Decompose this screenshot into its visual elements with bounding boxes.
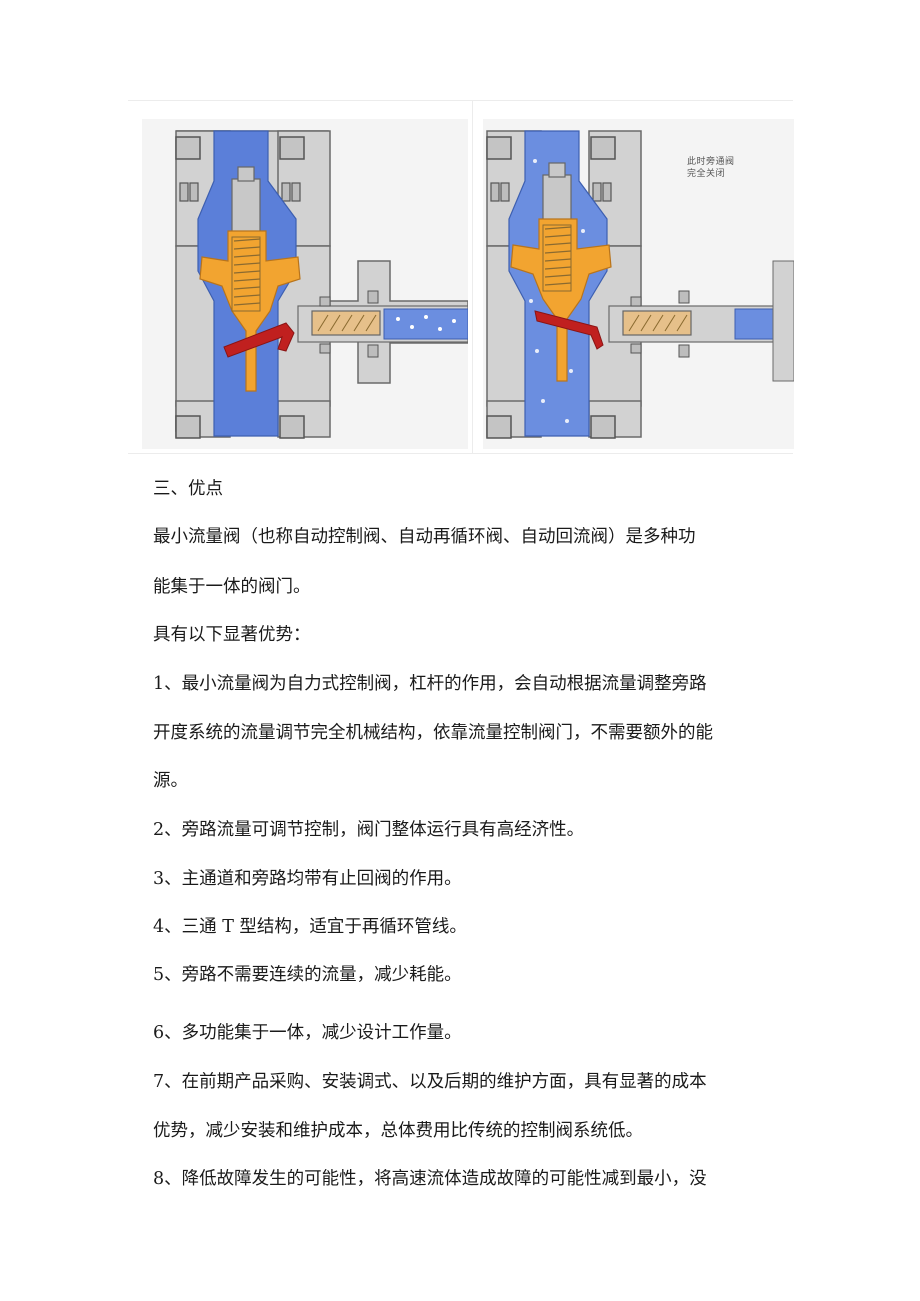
advantage-item-1-line-2: 开度系统的流量调节完全机械结构，依靠流量控制阀门，不需要额外的能: [153, 723, 713, 743]
valve-cross-section-open-image: [142, 119, 468, 449]
advantage-item-5: 5、旁路不需要连续的流量，减少耗能。: [153, 965, 462, 985]
annotation-line-1: 此时旁通阀: [687, 157, 735, 167]
advantage-item-1-line-3: 源。: [153, 771, 188, 791]
intro-line-1: 最小流量阀（也称自动控制阀、自动再循环阀、自动回流阀）是多种功: [153, 527, 696, 547]
section-heading: 三、优点: [153, 479, 223, 499]
advantage-item-3: 3、主通道和旁路均带有止回阀的作用。: [153, 869, 462, 889]
valve-diagram-figure: 此时旁通阀 完全关闭: [128, 100, 794, 454]
valve-cross-section-closed-image: [483, 119, 794, 449]
intro-line-2: 能集于一体的阀门。: [153, 577, 311, 597]
advantage-item-7-line-1: 7、在前期产品采购、安装调式、以及后期的维护方面，具有显著的成本: [153, 1072, 707, 1092]
advantage-item-2: 2、旁路流量可调节控制，阀门整体运行具有高经济性。: [153, 820, 585, 840]
diagram-annotation: 此时旁通阀 完全关闭: [687, 156, 735, 180]
advantage-item-6: 6、多功能集于一体，减少设计工作量。: [153, 1023, 462, 1043]
advantage-item-8-line-1: 8、降低故障发生的可能性，将高速流体造成故障的可能性减到最小，没: [153, 1169, 707, 1189]
valve-diagram-open: [128, 101, 468, 453]
advantage-item-1-line-1: 1、最小流量阀为自力式控制阀，杠杆的作用，会自动根据流量调整旁路: [153, 674, 707, 694]
annotation-line-2: 完全关闭: [687, 169, 726, 179]
advantage-item-7-line-2: 优势，减少安装和维护成本，总体费用比传统的控制阀系统低。: [153, 1121, 643, 1141]
advantages-heading: 具有以下显著优势：: [153, 625, 311, 645]
valve-diagram-closed: 此时旁通阀 完全关闭: [472, 101, 794, 453]
advantage-item-4: 4、三通 T 型结构，适宜于再循环管线。: [153, 917, 467, 937]
